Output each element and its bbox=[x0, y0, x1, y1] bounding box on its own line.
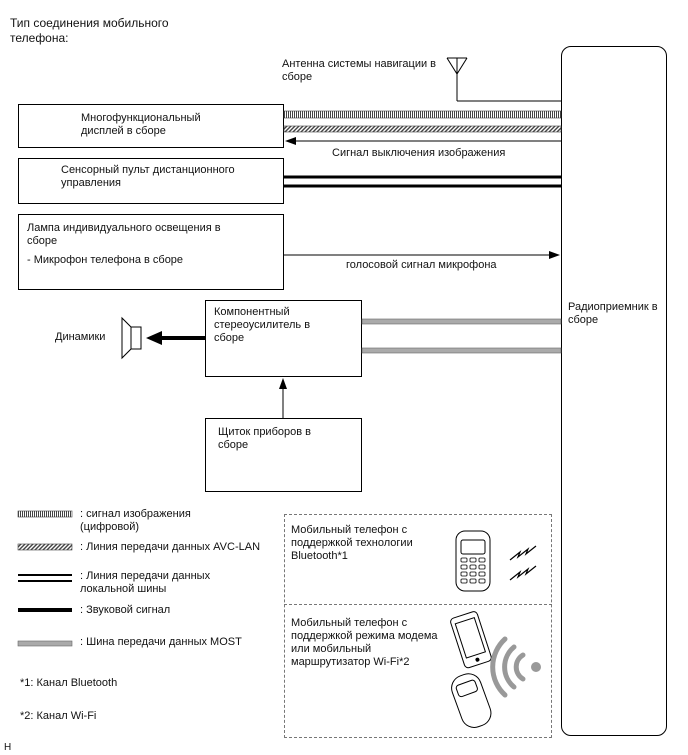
title-line-1: Тип соединения мобильного bbox=[10, 16, 169, 30]
bluetooth-phone-label-line-3: Bluetooth*1 bbox=[291, 550, 348, 562]
bluetooth-phone-icon bbox=[455, 530, 491, 592]
avc-lan-line bbox=[283, 125, 562, 133]
legend-video-label-line-2: (цифровой) bbox=[80, 521, 140, 533]
radio-receiver-label-line-1: Радиоприемник в bbox=[568, 301, 658, 313]
microphone-label: - Микрофон телефона в сборе bbox=[27, 254, 184, 266]
smartphone-icon bbox=[450, 611, 492, 669]
meter-label: Щиток приборов в сборе bbox=[218, 426, 311, 452]
wifi-signal-icon bbox=[490, 636, 526, 698]
touch-remote-label: Сенсорный пульт дистанционного управлени… bbox=[61, 164, 235, 190]
legend-avc-label: : Линия передачи данных AVC-LAN bbox=[80, 541, 261, 553]
speakers-label: Динамики bbox=[55, 331, 106, 343]
wifi-phone-label-line-3: или мобильный bbox=[291, 643, 372, 655]
meter-label-line-2: сборе bbox=[218, 439, 249, 451]
corner-mark: H bbox=[4, 742, 12, 753]
display-label-line-1: Многофункциональный bbox=[81, 112, 201, 124]
amplifier-label-line-3: сборе bbox=[214, 332, 245, 344]
amplifier-label-line-1: Компонентный bbox=[214, 306, 290, 318]
legend-video-label: : сигнал изображения (цифровой) bbox=[80, 508, 191, 534]
wifi-dot-icon bbox=[531, 662, 541, 672]
lamp-label-line-2: сборе bbox=[27, 235, 58, 247]
mic-signal-label: голосовой сигнал микрофона bbox=[346, 259, 497, 271]
meter-label-line-1: Щиток приборов в bbox=[218, 426, 311, 438]
legend-video-sample bbox=[17, 510, 73, 518]
most-bus-line bbox=[361, 318, 562, 325]
legend-local-bus-label: : Линия передачи данных локальной шины bbox=[80, 570, 210, 596]
antenna-label-line-2: сборе bbox=[282, 71, 313, 83]
mobile-phones-box bbox=[284, 514, 552, 738]
mobile-phones-divider bbox=[284, 604, 552, 605]
wifi-phone-label-line-2: поддержкой режима модема bbox=[291, 630, 438, 642]
wifi-phone-label-line-4: маршрутизатор Wi-Fi*2 bbox=[291, 656, 410, 668]
touch-remote-label-line-2: управления bbox=[61, 177, 121, 189]
legend-sound-label: : Звуковой сигнал bbox=[80, 604, 171, 616]
antenna-label: Антенна системы навигации в сборе bbox=[282, 58, 436, 84]
video-signal-line bbox=[283, 110, 562, 119]
amplifier-label-line-2: стереоусилитель в bbox=[214, 319, 311, 331]
diagram-title: Тип соединения мобильного телефона: bbox=[10, 16, 169, 46]
radio-receiver-box: Радиоприемник в сборе bbox=[561, 46, 667, 736]
radio-receiver-label-line-2: сборе bbox=[568, 314, 599, 326]
display-box: Многофункциональный дисплей в сборе bbox=[18, 104, 284, 148]
legend-most-sample bbox=[17, 640, 73, 647]
image-off-signal-label: Сигнал выключения изображения bbox=[332, 147, 506, 159]
footnote-wifi: *2: Канал Wi-Fi bbox=[20, 710, 97, 722]
display-label: Многофункциональный дисплей в сборе bbox=[81, 112, 201, 138]
wifi-router-icon bbox=[451, 673, 492, 728]
bluetooth-signal-icon bbox=[509, 545, 537, 581]
wifi-phone-label: Мобильный телефон с поддержкой режима мо… bbox=[291, 617, 438, 669]
display-label-line-2: дисплей в сборе bbox=[81, 125, 166, 137]
legend-most-label: : Шина передачи данных MOST bbox=[80, 636, 242, 648]
title-line-2: телефона: bbox=[10, 31, 69, 45]
meter-box: Щиток приборов в сборе bbox=[205, 418, 362, 492]
legend-avc-sample bbox=[17, 543, 73, 551]
lamp-label-line-1: Лампа индивидуального освещения в bbox=[27, 222, 221, 234]
amplifier-box: Компонентный стереоусилитель в сборе bbox=[205, 300, 362, 377]
wifi-phone-label-line-1: Мобильный телефон с bbox=[291, 617, 408, 629]
legend-local-bus-label-line-1: : Линия передачи данных bbox=[80, 570, 211, 582]
amplifier-label: Компонентный стереоусилитель в сборе bbox=[214, 306, 310, 345]
touch-remote-label-line-1: Сенсорный пульт дистанционного bbox=[61, 164, 235, 176]
speaker-icon bbox=[121, 316, 142, 360]
bluetooth-phone-label-line-1: Мобильный телефон с bbox=[291, 524, 408, 536]
legend-local-bus-label-line-2: локальной шины bbox=[80, 583, 167, 595]
lamp-box: Лампа индивидуального освещения в сборе … bbox=[18, 214, 284, 290]
bluetooth-phone-label: Мобильный телефон с поддержкой технологи… bbox=[291, 524, 413, 563]
bluetooth-phone-label-line-2: поддержкой технологии bbox=[291, 537, 413, 549]
antenna-label-line-1: Антенна системы навигации в bbox=[282, 58, 437, 70]
antenna-icon bbox=[446, 57, 561, 102]
touch-remote-box: Сенсорный пульт дистанционного управлени… bbox=[18, 158, 284, 204]
footnote-bluetooth: *1: Канал Bluetooth bbox=[20, 677, 118, 689]
radio-receiver-label: Радиоприемник в сборе bbox=[568, 301, 658, 327]
lamp-label: Лампа индивидуального освещения в сборе bbox=[27, 222, 221, 248]
legend-video-label-line-1: : сигнал изображения bbox=[80, 508, 191, 520]
